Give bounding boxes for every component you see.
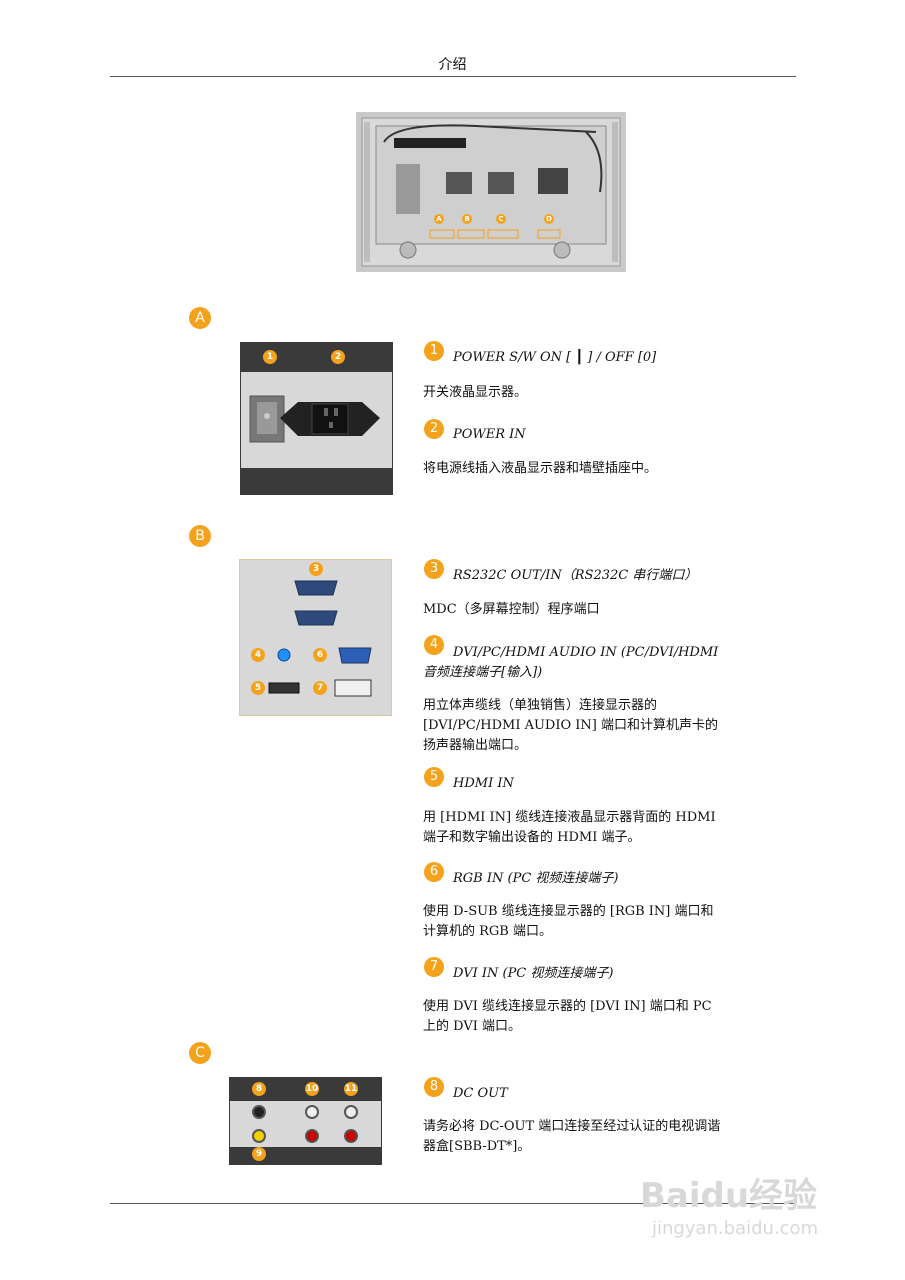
item-5-badge: 5 <box>424 767 444 787</box>
footer-rule <box>110 1203 796 1204</box>
signal-panel-figure: 3 4 5 6 7 <box>238 558 393 717</box>
item-6-badge: 6 <box>424 862 444 882</box>
port-label-10: 10 <box>305 1082 319 1096</box>
section-c-badge: C <box>189 1042 211 1064</box>
header-rule <box>110 76 796 77</box>
port-label-6: 6 <box>313 648 327 662</box>
item-6-desc: 使用 D-SUB 缆线连接显示器的 [RGB IN] 端口和计算机的 RGB 端… <box>423 904 714 939</box>
item-2-badge: 2 <box>424 419 444 439</box>
marker-b: B <box>462 214 472 224</box>
port-label-9: 9 <box>252 1147 266 1161</box>
port-label-7: 7 <box>313 681 327 695</box>
port-label-5: 5 <box>251 681 265 695</box>
marker-d: D <box>544 214 554 224</box>
item-1-badge: 1 <box>424 341 444 361</box>
item-8-badge: 8 <box>424 1077 444 1097</box>
item-1-title: POWER S/W ON [ ┃ ] / OFF [0] <box>453 350 657 365</box>
watermark-url: jingyan.baidu.com <box>652 1218 819 1239</box>
item-4-badge: 4 <box>424 635 444 655</box>
dc-out-panel-figure: 8 9 10 11 <box>229 1077 382 1165</box>
port-label-8: 8 <box>252 1082 266 1096</box>
section-b-badge: B <box>189 525 211 547</box>
item-7-title: DVI IN (PC 视频连接端子) <box>453 966 614 981</box>
port-label-2: 2 <box>331 350 345 364</box>
port-label-11: 11 <box>344 1082 358 1096</box>
power-panel-figure: 1 2 <box>240 342 393 495</box>
item-1-desc: 开关液晶显示器。 <box>423 385 528 400</box>
item-3-desc: MDC（多屏幕控制）程序端口 <box>423 602 600 617</box>
item-8-desc: 请务必将 DC-OUT 端口连接至经过认证的电视调谐器盒[SBB-DT*]。 <box>423 1119 721 1154</box>
monitor-back-figure: A B C D <box>356 112 626 272</box>
port-label-3: 3 <box>309 562 323 576</box>
section-a-badge: A <box>189 307 211 329</box>
item-2-desc: 将电源线插入液晶显示器和墙壁插座中。 <box>423 461 658 476</box>
item-5-desc: 用 [HDMI IN] 缆线连接液晶显示器背面的 HDMI 端子和数字输出设备的… <box>423 810 716 845</box>
item-2-title: POWER IN <box>453 427 526 442</box>
marker-c: C <box>496 214 506 224</box>
item-7-desc: 使用 DVI 缆线连接显示器的 [DVI IN] 端口和 PC 上的 DVI 端… <box>423 999 712 1034</box>
item-3-title: RS232C OUT/IN（RS232C 串行端口） <box>453 568 698 583</box>
marker-a: A <box>434 214 444 224</box>
item-7-badge: 7 <box>424 957 444 977</box>
item-6-title: RGB IN (PC 视频连接端子) <box>453 871 619 886</box>
item-4-title: DVI/PC/HDMI AUDIO IN (PC/DVI/HDMI 音频连接端子… <box>423 645 719 680</box>
watermark-brand: Baidu经验 <box>640 1176 818 1216</box>
item-8-title: DC OUT <box>453 1086 508 1101</box>
port-label-4: 4 <box>251 648 265 662</box>
item-4-desc: 用立体声缆线（单独销售）连接显示器的 [DVI/PC/HDMI AUDIO IN… <box>423 698 718 753</box>
item-3-badge: 3 <box>424 559 444 579</box>
port-label-1: 1 <box>263 350 277 364</box>
page-header-title: 介绍 <box>438 57 467 73</box>
item-5-title: HDMI IN <box>453 776 514 791</box>
